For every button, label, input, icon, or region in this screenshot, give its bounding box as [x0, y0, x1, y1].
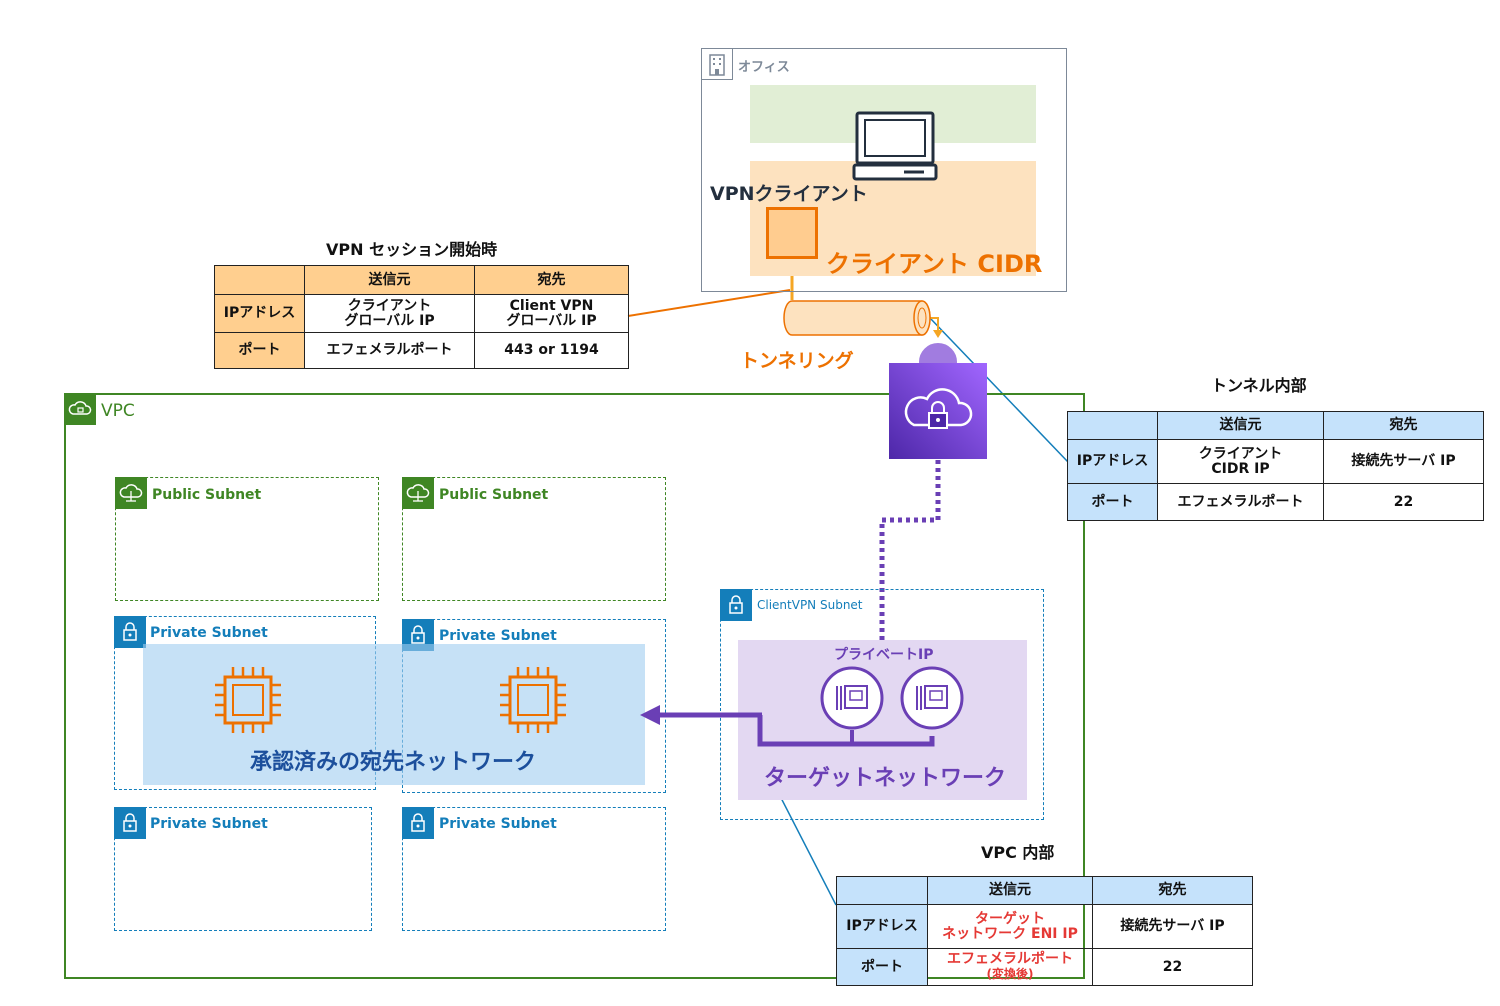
vpc-header-src: 送信元: [927, 876, 1093, 905]
eni-routing-layer: [640, 666, 964, 747]
private-subnet-3-label: Private Subnet: [150, 816, 268, 832]
route-arrow-line: [757, 715, 935, 747]
vpc-label: VPC: [101, 401, 135, 421]
clientvpn-subnet-icon: [720, 589, 752, 621]
target-network-zone: [738, 640, 1027, 800]
clientvpn-subnet: [720, 589, 1044, 820]
public-subnet-2-icon: [402, 477, 434, 509]
vpc-table-title: VPC 内部: [981, 843, 1055, 862]
tunnel-header-dst: 宛先: [1323, 411, 1484, 440]
session-header-dst: 宛先: [474, 265, 629, 295]
private-subnet-1-label: Private Subnet: [150, 625, 268, 641]
session-row-ip-src: クライアントグローバル IP: [304, 294, 475, 333]
private-subnet-2-label: Private Subnet: [439, 628, 557, 644]
session-row-port-src: エフェメラルポート: [304, 332, 475, 369]
office-label: オフィス: [738, 60, 790, 75]
public-subnet-2: [402, 477, 666, 601]
tunnel-row-ip-dst: 接続先サーバ IP: [1323, 439, 1484, 484]
route-arrowhead: [640, 705, 660, 725]
private-subnet-4-icon: [402, 807, 434, 839]
client-computer-icon: [852, 111, 938, 181]
vpc-row-port-dst: 22: [1092, 948, 1253, 986]
vpn-client-box: [766, 207, 818, 259]
tunnel-row-ip-label: IPアドレス: [1067, 439, 1158, 484]
vpc-header-corner: [836, 876, 928, 905]
public-subnet-2-label: Public Subnet: [439, 487, 549, 503]
tunnel-cylinder-icon: [783, 300, 931, 336]
tunneling-label: トンネリング: [740, 350, 854, 372]
vpc-group: [64, 393, 1085, 979]
eni-icon-1: [820, 666, 884, 730]
private-subnet-4-label: Private Subnet: [439, 816, 557, 832]
vpn-lock-cloud-icon: [904, 388, 973, 429]
office-group: [701, 48, 1067, 292]
tunnel-row-port-src: エフェメラルポート: [1157, 483, 1324, 521]
vpc-row-port-label: ポート: [836, 948, 928, 986]
session-header-src: 送信元: [304, 265, 475, 295]
client-cidr-label: クライアント CIDR: [826, 250, 1043, 278]
eni-icon-2: [900, 666, 964, 730]
private-ip-label: プライベートIP: [834, 647, 934, 663]
session-header-corner: [214, 265, 305, 295]
vpc-row-ip-src: ターゲットネットワーク ENI IP: [927, 904, 1093, 949]
tunnel-row-port-label: ポート: [1067, 483, 1158, 521]
private-subnet-1-icon: [114, 616, 146, 648]
vpc-cloud-icon: [64, 393, 96, 425]
target-network-label: ターゲットネットワーク: [764, 766, 1007, 791]
clientvpn-subnet-label: ClientVPN Subnet: [757, 598, 863, 612]
office-building-icon: [701, 48, 733, 80]
tunnel-table-title: トンネル内部: [1211, 376, 1307, 395]
vpc-row-ip-label: IPアドレス: [836, 904, 928, 949]
vpc-row-port-src: エフェメラルポート(変換後): [927, 948, 1093, 986]
authorized-network-label: 承認済みの宛先ネットワーク: [250, 750, 537, 775]
tunnel-header-corner: [1067, 411, 1158, 440]
private-subnet-3-icon: [114, 807, 146, 839]
ec2-instance-icon-2: [500, 667, 566, 733]
session-row-ip-label: IPアドレス: [214, 294, 305, 333]
vpn-client-label: VPNクライアント: [710, 183, 868, 205]
tunnel-callout-line: [929, 317, 1069, 463]
vpc-row-ip-dst: 接続先サーバ IP: [1092, 904, 1253, 949]
public-subnet-1: [115, 477, 379, 601]
private-subnet-4: [402, 807, 666, 931]
vpc-header-dst: 宛先: [1092, 876, 1253, 905]
public-subnet-1-icon: [115, 477, 147, 509]
client-vpn-endpoint: [889, 363, 987, 459]
tunnel-header-src: 送信元: [1157, 411, 1324, 440]
session-table-title: VPN セッション開始時: [326, 240, 498, 259]
session-row-port-label: ポート: [214, 332, 305, 369]
vpc-internal-table: 送信元 宛先 IPアドレス ターゲットネットワーク ENI IP 接続先サーバ …: [836, 876, 1253, 986]
private-subnet-3: [114, 807, 372, 931]
public-subnet-1-label: Public Subnet: [152, 487, 262, 503]
session-callout-line: [627, 289, 791, 317]
tunnel-row-port-dst: 22: [1323, 483, 1484, 521]
session-row-port-dst: 443 or 1194: [474, 332, 629, 369]
endpoint-to-eni-dotted-line: [879, 460, 941, 640]
ec2-instance-icon-1: [215, 667, 281, 733]
tunnel-arrowhead: [933, 330, 943, 338]
